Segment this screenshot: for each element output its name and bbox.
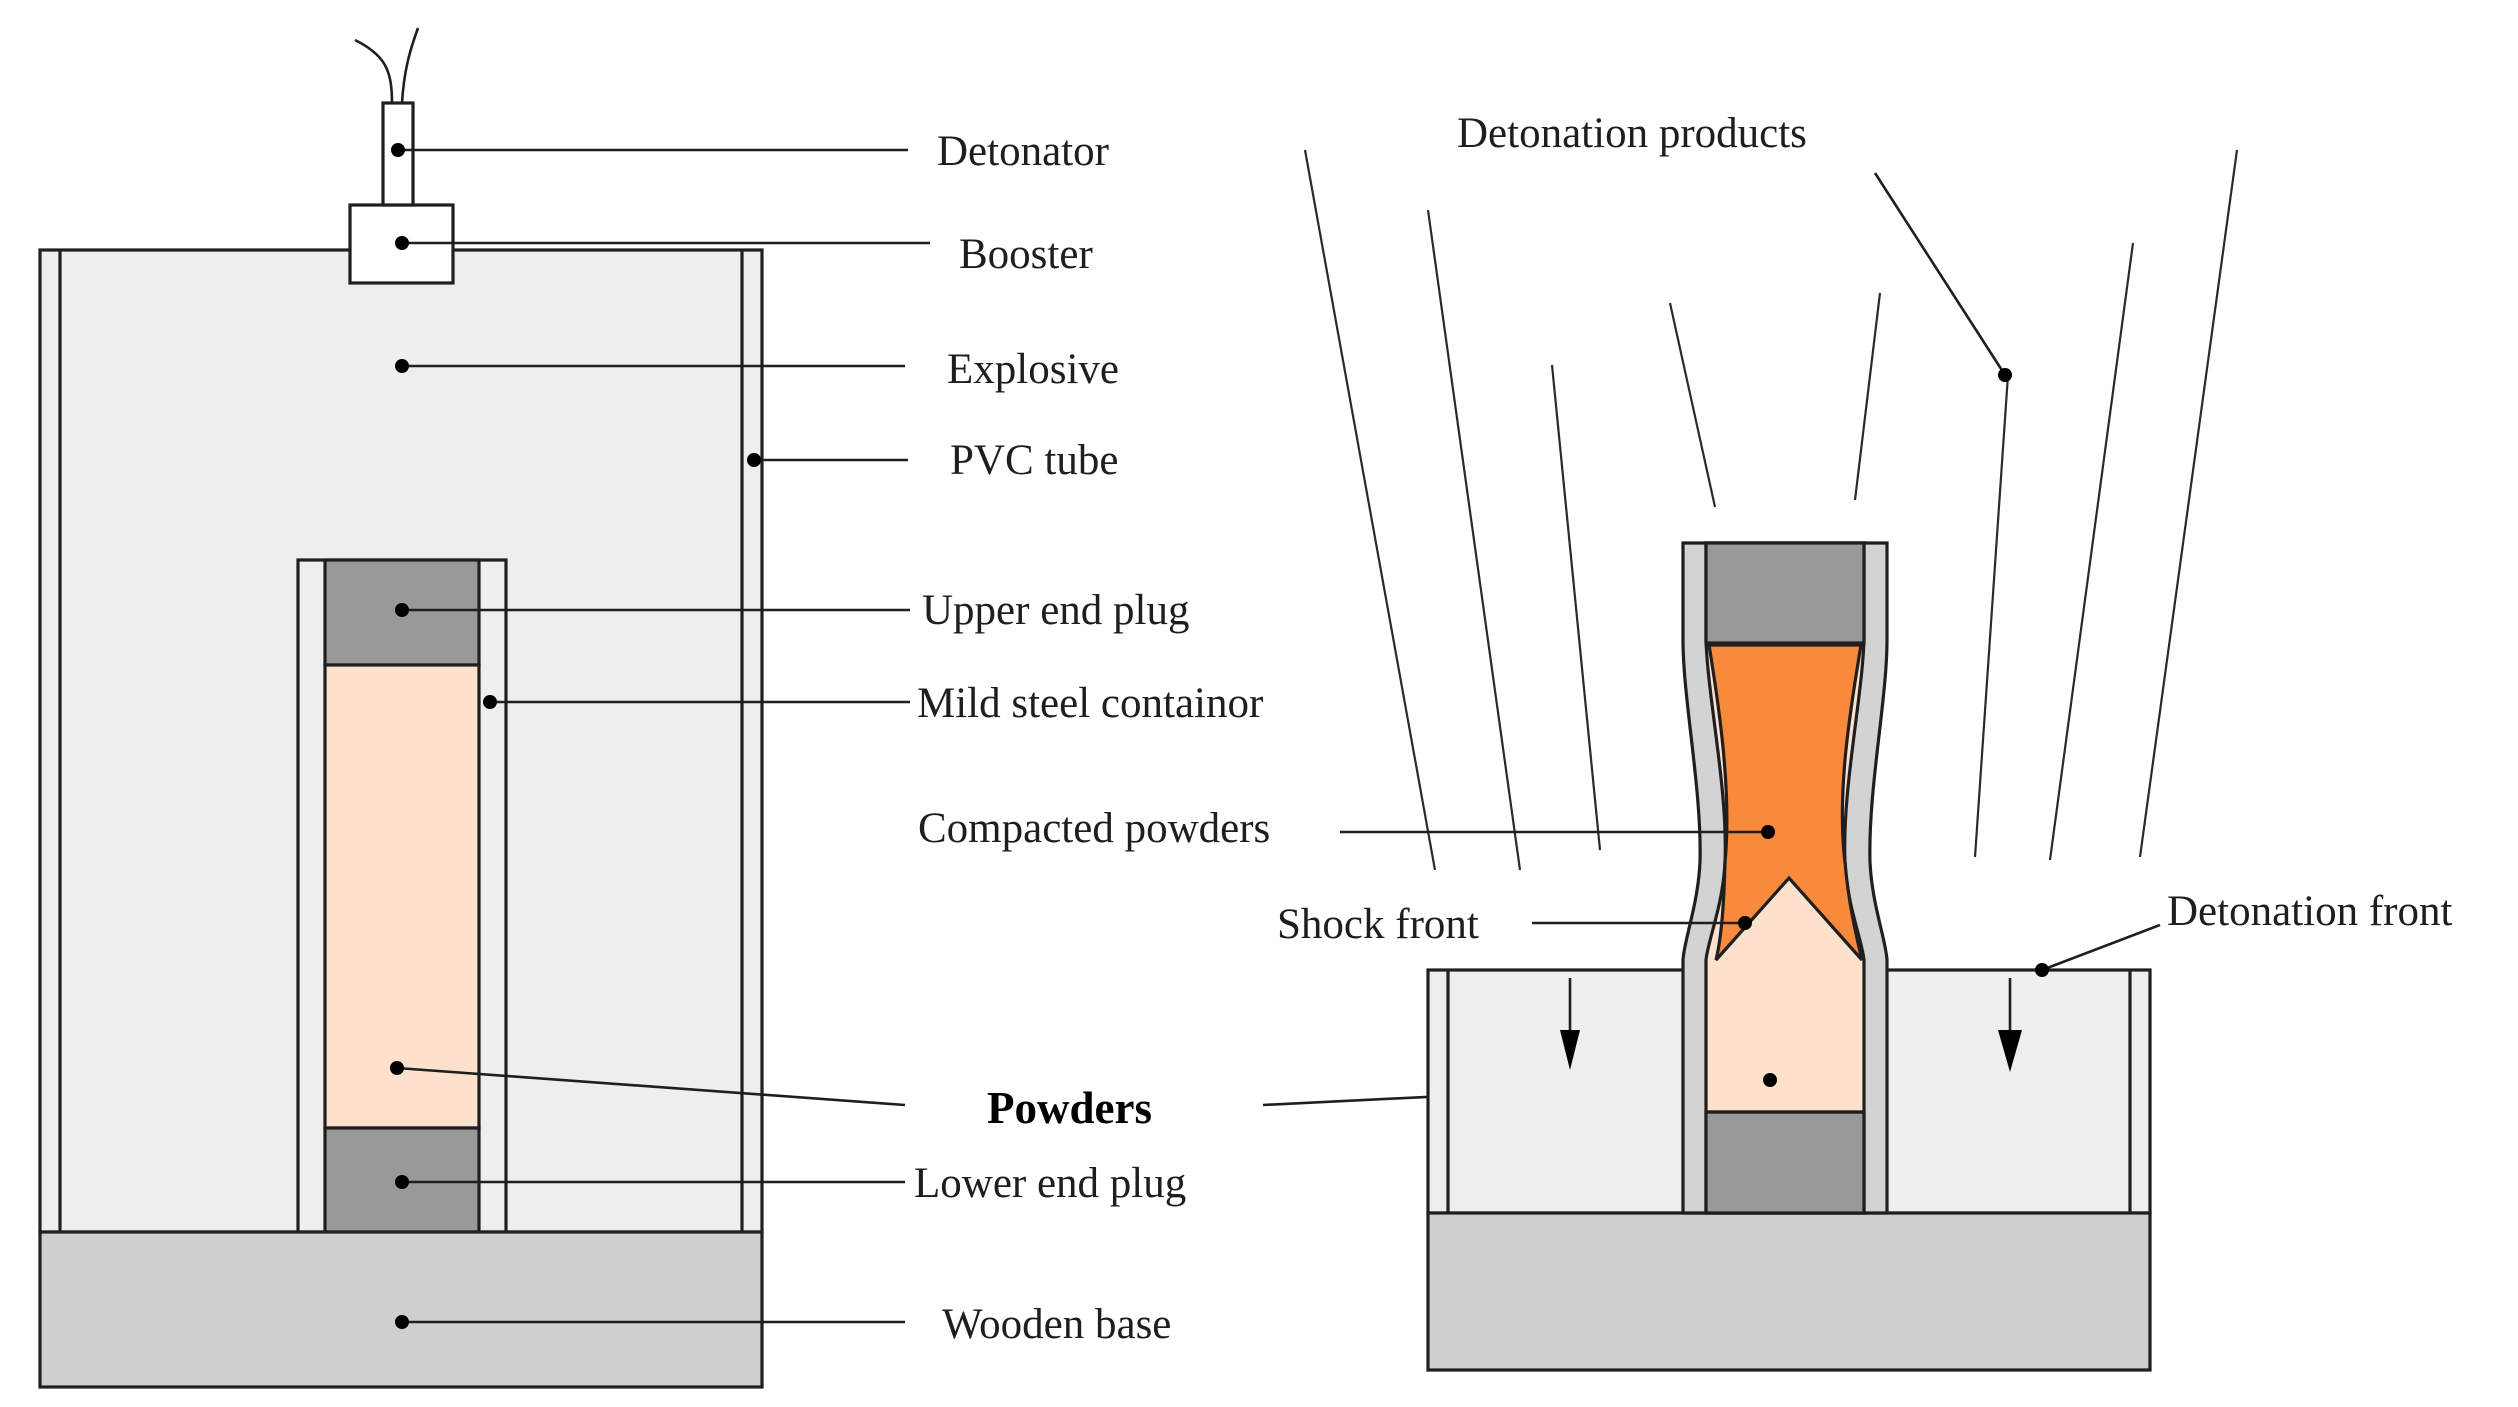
label-mild-steel-container: Mild steel containor xyxy=(917,680,1263,727)
label-shock-front: Shock front xyxy=(1277,901,1479,948)
right-leader-dots xyxy=(1738,368,2049,1087)
detonation-product-lines xyxy=(1303,149,2239,871)
label-booster: Booster xyxy=(959,231,1093,278)
compacted-powders xyxy=(1707,643,1864,962)
label-lower-end-plug: Lower end plug xyxy=(914,1160,1186,1207)
wooden-base xyxy=(38,1230,764,1389)
label-powders: Powders xyxy=(987,1083,1152,1133)
left-leader-lines xyxy=(396,148,930,1324)
powders-charge xyxy=(323,663,481,1130)
label-detonation-products: Detonation products xyxy=(1457,110,1807,157)
left-leader-dots xyxy=(390,143,761,1329)
arrow-right-head xyxy=(1998,1030,2022,1072)
arrow-left-head xyxy=(1560,1030,1580,1070)
detonator-wire-2 xyxy=(400,27,420,104)
label-pvc-tube: PVC tube xyxy=(950,437,1118,484)
label-detonation-front: Detonation front xyxy=(2167,888,2452,935)
process-lower-end-plug xyxy=(1704,1110,1866,1215)
process-wooden-base xyxy=(1426,1211,2152,1372)
label-upper-end-plug: Upper end plug xyxy=(922,587,1190,634)
label-compacted-powders: Compacted powders xyxy=(918,805,1270,852)
process-upper-end-plug xyxy=(1704,541,1866,645)
label-explosive: Explosive xyxy=(947,346,1119,393)
label-wooden-base: Wooden base xyxy=(942,1301,1171,1348)
label-detonator: Detonator xyxy=(937,128,1109,175)
detonator-wires xyxy=(354,38,394,104)
compaction-assembly xyxy=(1426,541,2152,1372)
